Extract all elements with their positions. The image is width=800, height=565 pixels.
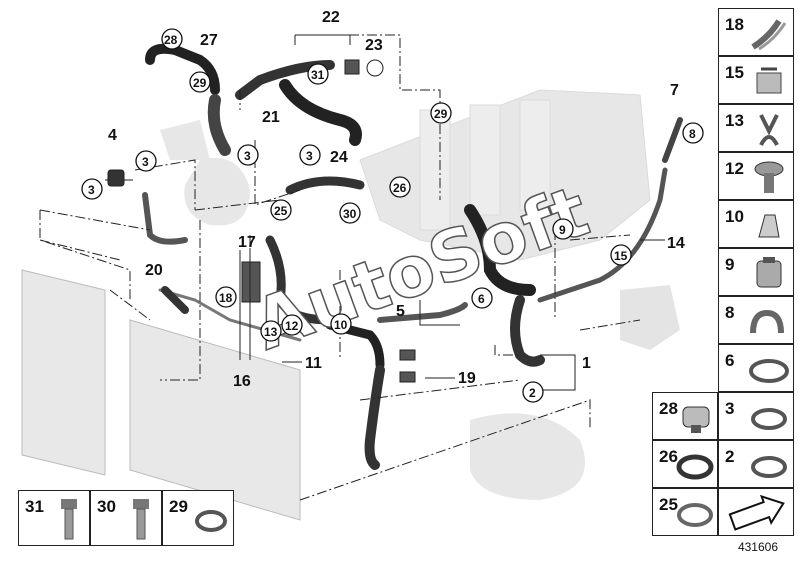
part-26-icon	[676, 454, 714, 480]
radiator	[21, 269, 301, 521]
tile-31: 31	[18, 490, 90, 546]
tile-13: 13	[718, 104, 794, 152]
circle-10: 10	[330, 313, 352, 335]
circle-3a: 3	[135, 150, 157, 172]
tile-28: 28	[652, 392, 718, 440]
callout-20: 20	[145, 262, 163, 279]
svg-text:28: 28	[164, 33, 178, 47]
circled-callouts: 28 31 29 29 3 3 3 3 3 8 25 26 30 9 15 6 …	[81, 28, 704, 403]
callout-16: 16	[233, 373, 251, 390]
part-31-icon	[61, 499, 77, 540]
tile-3: 3	[718, 392, 794, 440]
arrow-icon	[728, 495, 785, 531]
callout-23: 23	[365, 37, 383, 54]
circle-30: 30	[339, 202, 361, 224]
circle-15: 15	[610, 244, 632, 266]
callout-1: 1	[582, 355, 591, 372]
callout-22: 22	[322, 9, 340, 26]
circle-18: 18	[215, 286, 237, 308]
circle-28: 28	[161, 28, 183, 50]
part-13-icon	[759, 114, 779, 146]
callout-19: 19	[458, 370, 476, 387]
callout-7: 7	[670, 82, 679, 99]
circle-29a: 29	[189, 71, 211, 93]
engine-block	[359, 89, 651, 261]
part-2-icon	[751, 456, 787, 478]
svg-text:29: 29	[434, 107, 448, 121]
svg-text:8: 8	[689, 127, 696, 141]
svg-text:9: 9	[559, 223, 566, 237]
svg-text:13: 13	[264, 325, 278, 339]
circle-12: 12	[281, 314, 303, 336]
tile-arrow	[718, 488, 794, 536]
plain-callouts: 22 27 23 21 7 4 24 20 17 5 11 16 19 1 14	[108, 9, 685, 391]
svg-text:15: 15	[614, 249, 628, 263]
callout-24: 24	[330, 149, 348, 166]
svg-text:3: 3	[244, 149, 251, 163]
tile-29: 29	[162, 490, 234, 546]
callout-5: 5	[396, 303, 405, 320]
part-9-icon	[756, 257, 782, 288]
svg-text:29: 29	[193, 76, 207, 90]
part-29-icon	[195, 510, 227, 532]
small-parts	[107, 59, 416, 383]
part-18-icon	[751, 19, 787, 51]
tile-30: 30	[90, 490, 162, 546]
circle-2: 2	[522, 381, 544, 403]
callout-11: 11	[305, 355, 322, 372]
svg-text:3: 3	[142, 155, 149, 169]
tile-8: 8	[718, 296, 794, 344]
tile-15: 15	[718, 56, 794, 104]
circle-3c: 3	[237, 144, 259, 166]
tile-25: 25	[652, 488, 718, 536]
svg-text:18: 18	[219, 291, 233, 305]
expansion-tank	[620, 285, 680, 350]
svg-text:26: 26	[393, 181, 407, 195]
tile-2: 2	[718, 440, 794, 488]
callout-4: 4	[108, 127, 117, 144]
circle-26: 26	[389, 176, 411, 198]
pump-housing	[160, 120, 250, 226]
tile-9: 9	[718, 248, 794, 296]
circle-6: 6	[471, 287, 493, 309]
part-15-icon	[756, 67, 782, 94]
part-12-icon	[754, 161, 784, 193]
part-3-icon	[751, 408, 787, 430]
svg-text:30: 30	[343, 207, 357, 221]
lower-pump	[470, 413, 585, 500]
svg-text:3: 3	[88, 183, 95, 197]
tile-12: 12	[718, 152, 794, 200]
tile-10: 10	[718, 200, 794, 248]
part-6-icon	[749, 359, 789, 383]
circle-9: 9	[552, 218, 574, 240]
svg-text:3: 3	[306, 149, 313, 163]
part-30-icon	[133, 499, 149, 540]
document-id: 431606	[737, 540, 778, 554]
circle-25: 25	[270, 199, 292, 221]
tile-6: 6	[718, 344, 794, 392]
callout-17: 17	[238, 234, 256, 251]
svg-text:25: 25	[274, 204, 288, 218]
tile-26: 26	[652, 440, 718, 488]
circle-13: 13	[260, 320, 282, 342]
part-28-icon	[682, 406, 710, 433]
svg-text:10: 10	[334, 318, 348, 332]
circle-3b: 3	[81, 178, 103, 200]
circle-3d: 3	[299, 144, 321, 166]
part-8-icon	[750, 309, 784, 334]
svg-text:12: 12	[285, 319, 299, 333]
svg-text:31: 31	[311, 68, 325, 82]
callout-14: 14	[667, 235, 685, 252]
part-25-icon	[677, 503, 713, 527]
callout-27: 27	[200, 32, 218, 49]
tile-18: 18	[718, 8, 794, 56]
svg-text:2: 2	[529, 386, 536, 400]
svg-text:6: 6	[478, 292, 485, 306]
circle-31: 31	[307, 63, 329, 85]
circle-8: 8	[682, 122, 704, 144]
part-10-icon	[758, 214, 780, 238]
callout-21: 21	[262, 109, 280, 126]
circle-29b: 29	[430, 102, 452, 124]
